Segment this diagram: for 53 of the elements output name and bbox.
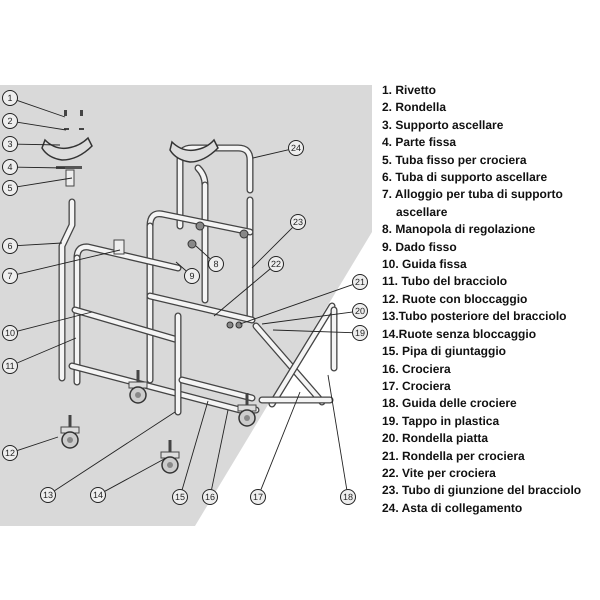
part-list-item: 13.Tubo posteriore del bracciolo xyxy=(382,308,568,326)
part-list-item: 18. Guida delle crociere xyxy=(382,395,518,412)
part-list-item: 1. Rivetto xyxy=(382,82,438,99)
part-list-item: 6. Tuba di supporto ascellare xyxy=(382,169,548,186)
leader-line xyxy=(17,250,120,275)
part-list-item: 22. Vite per crociera xyxy=(382,464,497,482)
callout-number: 21 xyxy=(352,274,368,290)
leader-line xyxy=(17,436,58,451)
part-list-item: 4. Parte fissa xyxy=(382,134,458,152)
leader-line xyxy=(18,242,62,246)
part-list-item: 23. Tubo di giunzione del bracciolo xyxy=(382,482,582,500)
leader-line xyxy=(18,166,66,168)
part-list-item: 10. Guida fissa xyxy=(382,256,468,274)
leader-line xyxy=(196,246,210,260)
part-list-item: 7. Alloggio per tuba di supporto ascellare xyxy=(382,186,564,221)
leader-line xyxy=(54,412,176,492)
part-list-item: 21. Rondella per crociera xyxy=(382,448,526,465)
leader-line xyxy=(17,122,66,130)
part-list-item: 20. Rondella piatta xyxy=(382,430,490,448)
leader-line xyxy=(176,262,186,272)
part-list-item: 17. Crociera xyxy=(382,378,452,395)
part-list-item: 12. Ruote con bloccaggio xyxy=(382,290,528,308)
leader-line xyxy=(17,312,92,332)
leader-line xyxy=(211,410,228,490)
callout-number: 18 xyxy=(340,489,356,505)
leader-line xyxy=(272,330,352,334)
leader-line xyxy=(214,268,270,316)
part-list-item: 3. Supporto ascellare xyxy=(382,116,504,134)
leader-line xyxy=(17,178,72,188)
part-list-item: 19. Tappo in plastica xyxy=(382,412,500,430)
part-list-item: 9. Dado fisso xyxy=(382,238,458,256)
leader-line xyxy=(252,149,289,158)
leader-line xyxy=(17,100,66,118)
part-list-item: 8. Manopola di regolazione xyxy=(382,221,536,238)
leader-line xyxy=(16,338,76,364)
leader-line xyxy=(252,227,293,268)
part-list-item: 16. Crociera xyxy=(382,360,452,378)
leader-line xyxy=(260,392,300,490)
part-list-item: 11. Tubo del bracciolo xyxy=(382,273,508,290)
part-list-item: 15. Pipa di giuntaggio xyxy=(382,343,508,360)
part-list-item: 14.Ruote senza bloccaggio xyxy=(382,326,538,343)
part-list-item: 2. Rondella xyxy=(382,99,448,116)
callout-number: 19 xyxy=(352,325,368,341)
part-list-item: 5. Tuba fisso per crociera xyxy=(382,152,528,169)
leader-line xyxy=(240,284,353,324)
leader-line xyxy=(182,400,208,490)
callout-number: 20 xyxy=(352,303,368,319)
leader-line xyxy=(328,374,348,490)
callout-number: 17 xyxy=(250,489,266,505)
part-list-item: 24. Asta di collegamento xyxy=(382,500,524,517)
leader-line xyxy=(262,312,353,324)
leader-line xyxy=(104,458,166,492)
leader-line xyxy=(18,144,60,146)
